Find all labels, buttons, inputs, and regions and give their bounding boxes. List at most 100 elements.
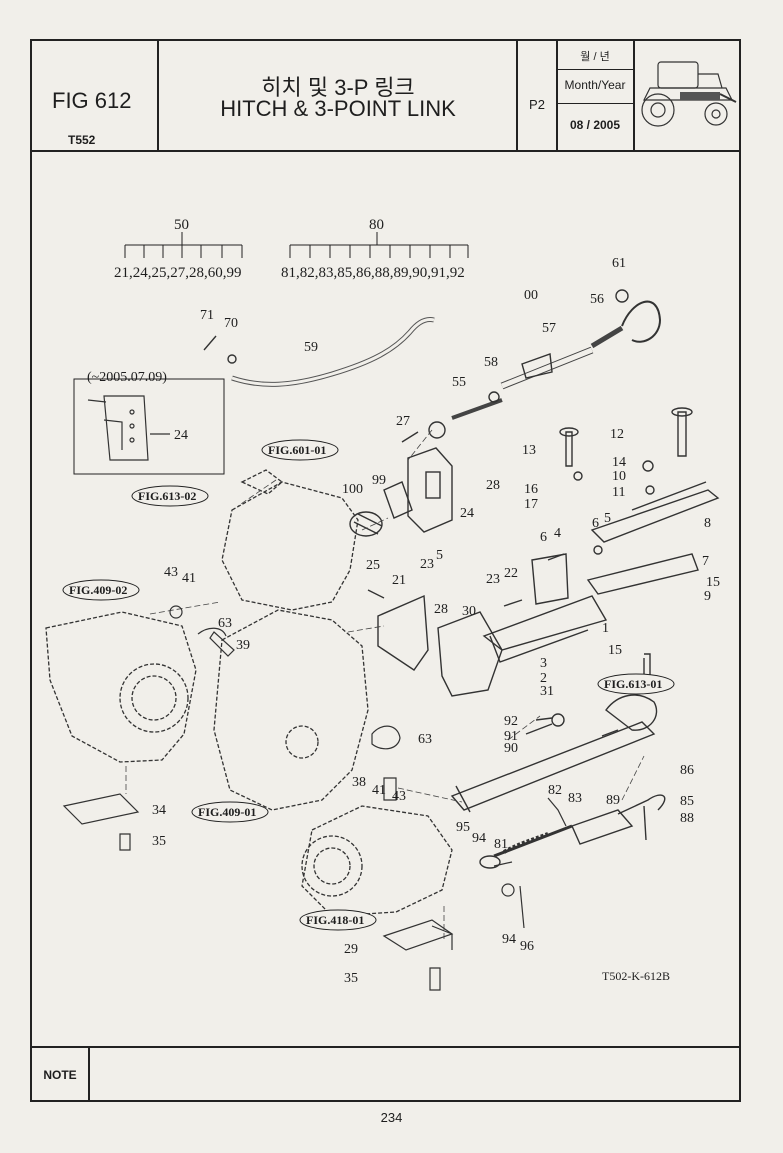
group-80-number: 80 xyxy=(369,217,384,233)
part-number: 29 xyxy=(344,942,358,957)
issue-date: 08 / 2005 xyxy=(569,118,621,132)
page-number: 234 xyxy=(380,1110,403,1125)
part-number: 96 xyxy=(520,939,534,954)
model-code: T552 xyxy=(68,133,96,147)
part-number: 11 xyxy=(612,485,625,500)
month-divider-1 xyxy=(557,69,633,70)
part-number-inset-24: 24 xyxy=(174,428,188,443)
part-number: 99 xyxy=(372,473,386,488)
part-number: 22 xyxy=(504,566,518,581)
part-number: 71 xyxy=(200,308,214,323)
part-number: 24 xyxy=(460,506,474,521)
part-number: 88 xyxy=(680,811,694,826)
part-number: 00 xyxy=(524,288,538,303)
ref-fig-613-02: FIG.613-02 xyxy=(138,489,196,503)
part-number: 83 xyxy=(568,791,582,806)
part-number: 94 xyxy=(472,831,486,846)
part-number: 89 xyxy=(606,793,620,808)
part-number: 56 xyxy=(590,292,604,307)
page-frame xyxy=(30,39,741,1102)
inset-note: (~2005.07.09) xyxy=(87,370,167,385)
part-number: 15 xyxy=(706,575,720,590)
part-number: 41 xyxy=(372,783,386,798)
exploded-parts-diagram: 50 21,24,25,27,28,60,99 80 81,82,83,85,8… xyxy=(45,217,720,991)
header-col-divider-3 xyxy=(556,39,558,151)
part-number: 6 xyxy=(592,516,599,531)
part-number: 3 xyxy=(540,656,547,671)
part-number: 57 xyxy=(542,321,556,336)
ref-fig-418-01: FIG.418-01 xyxy=(306,913,364,927)
part-number: 4 xyxy=(554,526,561,541)
page-code: P2 xyxy=(529,97,545,112)
group-50-items: 21,24,25,27,28,60,99 xyxy=(114,265,242,281)
part-number: 85 xyxy=(680,794,694,809)
part-number: 55 xyxy=(452,375,466,390)
part-number: 21 xyxy=(392,573,406,588)
part-number: 16 xyxy=(524,482,538,497)
part-number: 94 xyxy=(502,932,516,947)
ref-fig-409-01: FIG.409-01 xyxy=(198,805,256,819)
header-col-divider-2 xyxy=(516,39,518,151)
part-number: 31 xyxy=(540,684,554,699)
part-number: 1 xyxy=(602,621,609,636)
part-number: 63 xyxy=(418,732,432,747)
part-number: 63 xyxy=(218,616,232,631)
part-number: 30 xyxy=(462,604,476,619)
part-number: 28 xyxy=(486,478,500,493)
month-divider-2 xyxy=(557,103,633,104)
part-number: 92 xyxy=(504,714,518,729)
part-number: 35 xyxy=(344,971,358,986)
part-number: 13 xyxy=(522,443,536,458)
header-col-divider-1 xyxy=(157,39,159,151)
fig-number: FIG 612 xyxy=(52,88,132,113)
group-50-number: 50 xyxy=(174,217,189,233)
part-number: 61 xyxy=(612,256,626,271)
part-number: 2 xyxy=(540,671,547,686)
part-number: 23 xyxy=(420,557,434,572)
part-number: 100 xyxy=(342,482,363,497)
part-number: 27 xyxy=(396,414,410,429)
part-number: 15 xyxy=(608,643,622,658)
part-number: 90 xyxy=(504,741,518,756)
part-number: 8 xyxy=(704,516,711,531)
part-number: 25 xyxy=(366,558,380,573)
part-number: 6 xyxy=(540,530,547,545)
part-number: 5 xyxy=(604,511,611,526)
drawing-code: T502-K-612B xyxy=(602,969,670,983)
ref-fig-409-02: FIG.409-02 xyxy=(69,583,127,597)
part-number: 81 xyxy=(494,837,508,852)
part-number: 95 xyxy=(456,820,470,835)
note-col-divider xyxy=(88,1046,90,1102)
part-number: 59 xyxy=(304,340,318,355)
note-divider xyxy=(30,1046,741,1048)
part-number: 34 xyxy=(152,803,166,818)
part-number: 17 xyxy=(524,497,538,512)
part-number: 28 xyxy=(434,602,448,617)
part-number: 7 xyxy=(702,554,709,569)
part-number: 82 xyxy=(548,783,562,798)
title-korean: 히치 및 3-P 링크 xyxy=(261,75,415,100)
title-english: HITCH & 3-POINT LINK xyxy=(220,96,456,121)
part-number: 58 xyxy=(484,355,498,370)
part-number: 35 xyxy=(152,834,166,849)
part-number: 43 xyxy=(392,789,406,804)
part-number: 70 xyxy=(224,316,238,331)
group-80-items: 81,82,83,85,86,88,89,90,91,92 xyxy=(281,265,465,281)
part-number: 9 xyxy=(704,589,711,604)
part-number: 41 xyxy=(182,571,196,586)
part-number: 10 xyxy=(612,469,626,484)
part-number: 14 xyxy=(612,455,626,470)
part-number: 43 xyxy=(164,565,178,580)
part-number: 38 xyxy=(352,775,366,790)
part-number: 91 xyxy=(504,729,518,744)
part-number: 39 xyxy=(236,638,250,653)
part-number: 23 xyxy=(486,572,500,587)
note-label: NOTE xyxy=(43,1068,77,1082)
header-col-divider-4 xyxy=(633,39,635,151)
part-number: 12 xyxy=(610,427,624,442)
ref-fig-613-01: FIG.613-01 xyxy=(604,677,662,691)
tractor-icon xyxy=(641,61,737,127)
ref-fig-601-01: FIG.601-01 xyxy=(268,443,326,457)
month-label-korean: 월 / 년 xyxy=(580,51,610,63)
part-number: 86 xyxy=(680,763,694,778)
